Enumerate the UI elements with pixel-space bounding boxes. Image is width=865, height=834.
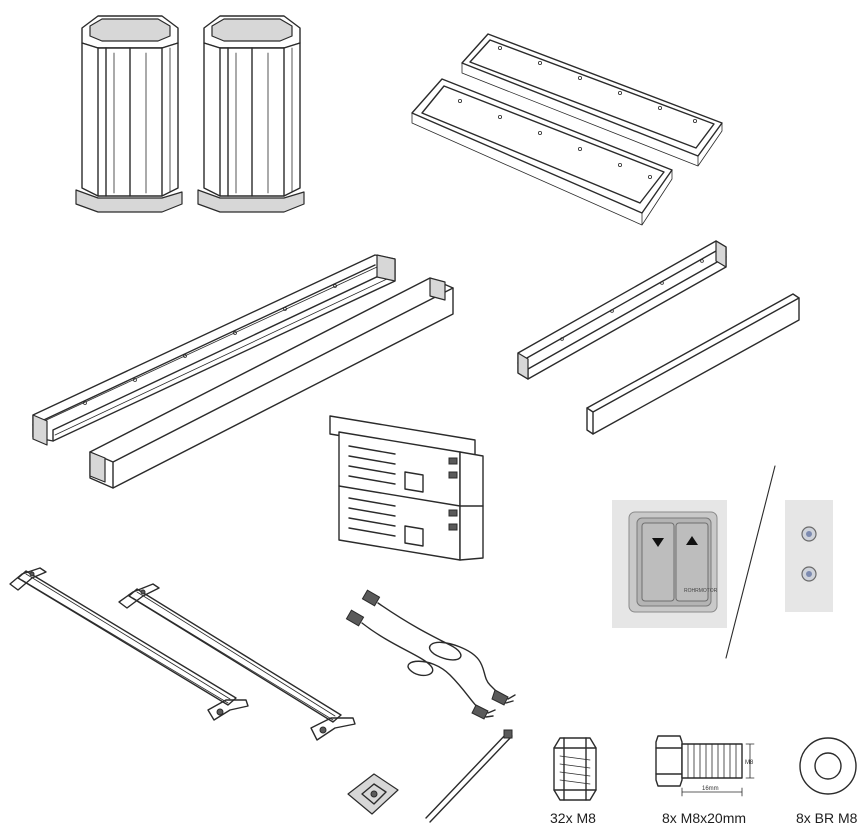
power-cables: [345, 589, 516, 720]
button-panel: [785, 500, 833, 612]
switch-brand-label: ROHRMOTOR: [684, 588, 718, 594]
long-side-rail-cover: [89, 277, 454, 489]
cross-brace-left: [9, 567, 249, 721]
bolt-length-dim: 16mm: [702, 786, 719, 792]
long-side-rail-with-bracket: [32, 254, 396, 446]
nut-item: 32x M8: [540, 730, 610, 834]
rocker-switch-panel: ROHRMOTOR: [612, 500, 727, 628]
cross-brace-right: [118, 583, 356, 741]
short-side-rail-cover: [586, 293, 800, 435]
short-side-rail-with-bracket: [517, 240, 727, 380]
cable-tie-mount: [347, 773, 399, 815]
foot-frame-back: [461, 33, 723, 167]
washer-item: 8x BR M8: [790, 734, 865, 834]
arrow-up-icon: [686, 536, 698, 545]
washer-caption: 8x BR M8: [796, 810, 858, 826]
arrow-down-icon: [652, 538, 664, 547]
bolt-thread-dim: M8: [745, 760, 754, 766]
bolt-icon: 16mm M8: [655, 735, 755, 797]
bolt-item: 16mm M8 8x M8x20mm: [650, 728, 770, 834]
hex-nut-icon: [553, 737, 597, 801]
bolt-caption: 8x M8x20mm: [662, 810, 747, 826]
lifting-column-right: [197, 15, 305, 213]
washer-icon: [799, 737, 857, 795]
divider-line: [725, 465, 776, 659]
lifting-column-left: [75, 15, 183, 213]
foot-frame-front: [411, 78, 673, 226]
control-box: [329, 415, 484, 561]
nut-caption: 32x M8: [550, 810, 596, 826]
cable-tie: [425, 729, 513, 823]
